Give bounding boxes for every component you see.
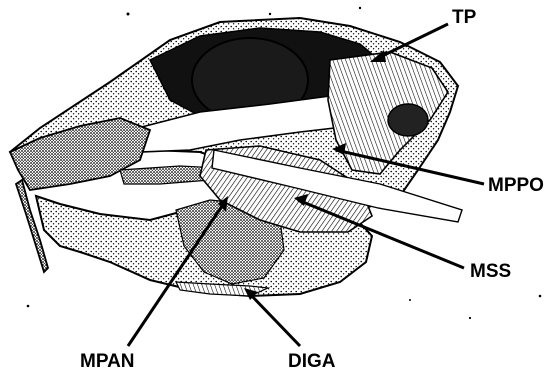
diga-leader	[248, 292, 300, 346]
label-mpan: MPAN	[80, 352, 135, 371]
label-mppo: MPPO	[488, 176, 544, 195]
label-tp: TP	[452, 8, 476, 27]
auditory-bulla	[388, 104, 428, 136]
label-diga: DIGA	[288, 352, 336, 371]
temporalis-muscle	[328, 52, 448, 174]
label-mss: MSS	[470, 262, 511, 281]
